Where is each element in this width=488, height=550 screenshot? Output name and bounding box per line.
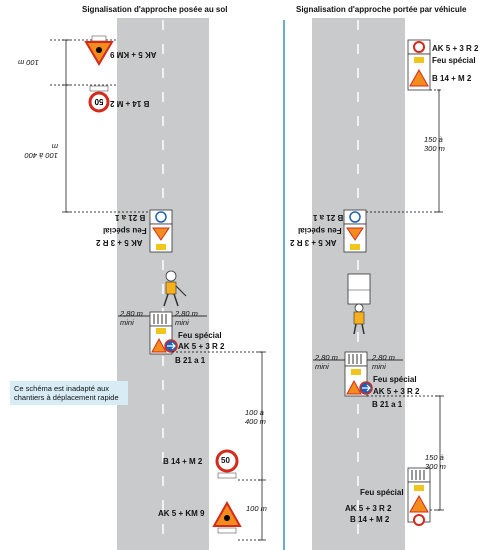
trailer-upper-left xyxy=(149,209,173,253)
trailer-bottom-right xyxy=(407,467,431,526)
label-top-b14-right: B 14 + M 2 xyxy=(432,74,472,83)
dist-top-right: 150 à 300 m xyxy=(424,135,445,153)
label-lower-feu-right: Feu spécial xyxy=(373,375,417,384)
width-left-a: 2,80 m mini xyxy=(120,309,143,327)
sign-speed-inverted: 50 xyxy=(88,85,110,113)
label-lower-b21-left: B 21 a 1 xyxy=(175,356,206,365)
label-ak5-km9-left: AK 5 + KM 9 xyxy=(158,509,205,518)
label-b14-m2-inverted: B 14 + M 2 xyxy=(110,99,150,108)
vehicle-right xyxy=(347,273,371,335)
label-bottom-feu-right: Feu spécial xyxy=(360,488,404,497)
label-upper-b21-right: B 21 a 1 xyxy=(313,213,344,222)
label-top-feu-right: Feu spécial xyxy=(432,56,476,65)
label-b14-m2-left: B 14 + M 2 xyxy=(163,457,203,466)
width-right-b: 2,80 m mini xyxy=(372,353,395,371)
label-lower-ak-left: AK 5 + 3 R 2 xyxy=(178,342,225,351)
label-lower-b21-right: B 21 a 1 xyxy=(372,400,403,409)
trailer-top-right xyxy=(407,39,431,91)
label-upper-feu: Feu spécial xyxy=(103,226,147,235)
title-right: Signalisation d'approche portée par véhi… xyxy=(296,5,467,14)
label-lower-feu-left: Feu spécial xyxy=(178,331,222,340)
dist-top-left: 100 m xyxy=(18,58,39,67)
label-upper-b21: B 21 a 1 xyxy=(115,213,146,222)
label-top-ak-right: AK 5 + 3 R 2 xyxy=(432,44,479,53)
label-bottom-ak-right: AK 5 + 3 R 2 xyxy=(345,504,392,513)
warning-note: Ce schéma est inadapté aux chantiers à d… xyxy=(10,381,128,405)
dist-bottom-right: 150 à 300 m xyxy=(425,453,446,471)
label-lower-ak-right: AK 5 + 3 R 2 xyxy=(373,387,420,396)
label-ak5-km9-inverted: AK 5 + KM 9 xyxy=(110,50,157,59)
trailer-lower-right xyxy=(344,351,373,397)
label-upper-ak-right: AK 5 + 3 R 2 xyxy=(290,238,337,247)
label-upper-ak: AK 5 + 3 R 2 xyxy=(96,238,143,247)
trailer-upper-right xyxy=(343,209,367,253)
worker-left xyxy=(163,270,187,307)
sign-speed-50 xyxy=(215,449,239,479)
sign-ak5-bottom xyxy=(212,500,242,534)
label-upper-feu-right: Feu spécial xyxy=(298,226,342,235)
speed-value: 50 xyxy=(221,456,230,465)
dist-mid-left: 100 à 400 m xyxy=(245,408,266,426)
trailer-lower-left xyxy=(149,311,178,355)
width-right-a: 2,80 m mini xyxy=(315,353,338,371)
svg-text:50: 50 xyxy=(94,97,103,106)
title-left: Signalisation d'approche posée au sol xyxy=(82,5,228,14)
label-bottom-b14-right: B 14 + M 2 xyxy=(350,515,390,524)
dist-second-left: 100 à 400 m xyxy=(24,142,58,160)
sign-ak5-inverted xyxy=(84,35,114,66)
dist-bottom-left: 100 m xyxy=(246,504,267,513)
panel-divider xyxy=(283,20,285,550)
width-left-b: 2,80 m mini xyxy=(175,309,198,327)
